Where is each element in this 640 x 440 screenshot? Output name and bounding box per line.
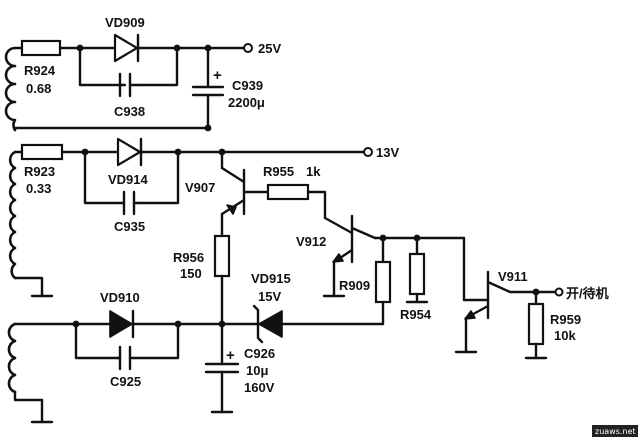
resistor-r954: [408, 252, 426, 296]
label-r924-ref: R924: [24, 63, 56, 78]
terminal-25v: [243, 43, 253, 53]
label-c926-value: 10μ: [246, 363, 268, 378]
junction-node: [173, 44, 181, 52]
junction-node: [174, 320, 182, 328]
wire-ground-lead: [13, 390, 44, 424]
transistor-v907-arrow: [226, 204, 237, 215]
junction-node: [72, 320, 80, 328]
transistor-v911-arrow: [464, 310, 476, 320]
junction-node: [76, 44, 84, 52]
transistor-v911-collector: [486, 280, 512, 294]
label-c935: C935: [114, 219, 145, 234]
transistor-v912-arrow: [332, 253, 344, 263]
terminal-13v: [363, 147, 373, 157]
label-c925: C925: [110, 374, 141, 389]
resistor-r956: [213, 234, 231, 278]
section-bottom-supply: VD910 C925 VD915 15V + C926 10μ 160V: [7, 271, 385, 424]
label-vd915-ref: VD915: [251, 271, 291, 286]
label-c939-value: 2200μ: [228, 95, 265, 110]
label-13v: 13V: [376, 145, 399, 160]
label-c939-ref: C939: [232, 78, 263, 93]
resistor-r909: [374, 260, 392, 304]
capacitor-c935: [122, 190, 136, 216]
transistor-v907-collector: [220, 166, 246, 184]
regulator-stage: V907 R955 1k R956 150: [173, 150, 354, 326]
transistor-v912-collector: [350, 226, 377, 240]
label-vd910: VD910: [100, 290, 140, 305]
capacitor-c925: [118, 345, 132, 371]
wire: [306, 190, 354, 235]
section-13v-supply: 13V R923 0.33 VD914 C935: [8, 137, 399, 298]
section-25v-supply: 25V R924 0.68 VD909 C938 + C939 2200μ: [4, 15, 281, 132]
junction-node: [174, 148, 182, 156]
label-r956-ref: R956: [173, 250, 204, 265]
label-c938: C938: [114, 104, 145, 119]
label-r923-value: 0.33: [26, 181, 51, 196]
diode-vd910: [109, 310, 133, 338]
label-r956-value: 150: [180, 266, 202, 281]
diode-vd914: [116, 137, 142, 167]
resistor-r923: [20, 143, 64, 161]
watermark-text: zuaws.net: [595, 427, 636, 436]
zener-vd915: [258, 310, 283, 338]
transistor-v911-stage: 开/待机 V911 R959 10k: [454, 269, 609, 360]
wire-c925-loop: [74, 322, 180, 360]
label-c926-voltage: 160V: [244, 380, 275, 395]
transformer-winding-middle: [8, 150, 17, 280]
wire-ground-lead: [13, 276, 44, 298]
label-c939-polarity: +: [213, 67, 222, 84]
label-25v: 25V: [258, 41, 281, 56]
label-r923-ref: R923: [24, 164, 55, 179]
label-r954: R954: [400, 307, 432, 322]
resistor-r959: [527, 302, 545, 346]
wire-c938-loop: [78, 46, 179, 87]
label-r955-ref: R955: [263, 164, 294, 179]
label-r955-value: 1k: [306, 164, 321, 179]
label-vd915-value: 15V: [258, 289, 281, 304]
wire-c935-loop: [83, 150, 180, 205]
terminal-standby: [554, 287, 564, 297]
transistor-v912-stage: V912 R909 R954: [296, 214, 466, 326]
resistor-r924: [20, 39, 62, 57]
label-v912: V912: [296, 234, 326, 249]
label-vd909: VD909: [105, 15, 145, 30]
label-r959-value: 10k: [554, 328, 576, 343]
label-c926-polarity: +: [226, 347, 235, 364]
label-r909: R909: [339, 278, 370, 293]
label-vd914: VD914: [108, 172, 149, 187]
label-v907: V907: [185, 180, 215, 195]
junction-node: [204, 124, 212, 132]
zener-vd915-bar: [252, 304, 264, 344]
transformer-winding-top: [4, 46, 17, 132]
watermark: zuaws.net: [592, 425, 638, 437]
watermark-background: [592, 425, 638, 437]
junction-node: [81, 148, 89, 156]
resistor-r955: [266, 183, 310, 201]
transformer-winding-bottom: [7, 322, 17, 394]
label-v911: V911: [498, 269, 528, 284]
label-c926-ref: C926: [244, 346, 275, 361]
wire: [373, 236, 466, 302]
label-r959-ref: R959: [550, 312, 581, 327]
diode-vd909: [113, 33, 139, 63]
label-r924-value: 0.68: [26, 81, 51, 96]
label-standby: 开/待机: [566, 286, 609, 301]
